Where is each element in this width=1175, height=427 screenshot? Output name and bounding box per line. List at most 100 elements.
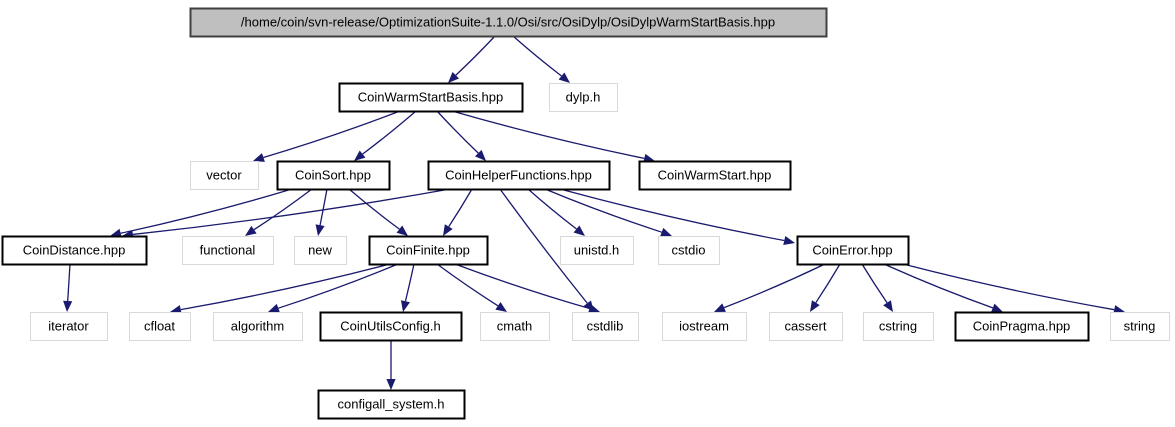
graph-edge-arrowhead	[443, 224, 453, 236]
graph-node-algorithm[interactable]: algorithm	[213, 312, 303, 341]
graph-node-coinpragma[interactable]: CoinPragma.hpp	[954, 311, 1090, 342]
graph-node-cfloat[interactable]: cfloat	[129, 312, 191, 341]
graph-node-dylp[interactable]: dylp.h	[549, 83, 618, 112]
graph-node-coinhelper[interactable]: CoinHelperFunctions.hpp	[427, 160, 611, 191]
graph-node-coindist[interactable]: CoinDistance.hpp	[1, 235, 148, 266]
graph-edge-arrowhead	[558, 72, 570, 83]
graph-node-box[interactable]	[213, 312, 303, 341]
graph-edge-arrowhead	[396, 225, 408, 236]
graph-node-coinfinite[interactable]: CoinFinite.hpp	[368, 235, 489, 266]
graph-node-box[interactable]	[658, 236, 720, 265]
graph-edge	[815, 263, 841, 304]
graph-node-box[interactable]	[796, 235, 910, 266]
graph-node-box[interactable]	[560, 236, 634, 265]
graph-edge	[319, 188, 328, 226]
graph-node-box[interactable]	[1110, 312, 1170, 341]
graph-node-box[interactable]	[294, 236, 347, 265]
graph-node-box[interactable]	[480, 312, 550, 341]
graph-node-box[interactable]	[190, 161, 259, 190]
graph-edge	[180, 263, 391, 311]
graph-node-box[interactable]	[338, 82, 524, 113]
graph-edge	[436, 263, 499, 307]
graph-edge	[278, 263, 399, 309]
graph-edge	[527, 188, 577, 230]
graph-node-functional[interactable]: functional	[182, 236, 274, 265]
graph-edge-arrowhead	[1113, 305, 1125, 315]
graph-edge	[263, 110, 401, 159]
graph-node-cstring[interactable]: cstring	[863, 312, 934, 341]
graph-node-box[interactable]	[129, 312, 191, 341]
graph-edge	[253, 188, 313, 231]
graph-edge-arrowhead	[253, 153, 265, 162]
graph-node-box[interactable]	[769, 312, 843, 341]
graph-edge	[559, 188, 785, 242]
graph-edge-arrowhead	[315, 224, 325, 236]
graph-edge-arrowhead	[354, 150, 366, 161]
graph-edge-arrowhead	[268, 303, 280, 313]
graph-node-configall[interactable]: configall_system.h	[317, 389, 466, 420]
graph-node-box[interactable]	[189, 7, 828, 38]
graph-edge	[120, 188, 293, 234]
graph-node-iterator[interactable]: iterator	[30, 312, 108, 341]
graph-edge-arrowhead	[386, 379, 396, 390]
graph-edge	[436, 110, 479, 154]
graph-node-box[interactable]	[182, 236, 274, 265]
graph-edge	[454, 263, 590, 310]
graph-edge-arrowhead	[170, 305, 182, 315]
graph-node-cwsb[interactable]: CoinWarmStartBasis.hpp	[338, 82, 524, 113]
graph-node-coinutils[interactable]: CoinUtilsConfig.h	[319, 311, 463, 342]
graph-node-cmath[interactable]: cmath	[480, 312, 550, 341]
graph-node-coinerror[interactable]: CoinError.hpp	[796, 235, 910, 266]
graph-edge	[544, 188, 662, 233]
graph-edge	[861, 263, 888, 304]
graph-node-box[interactable]	[662, 312, 747, 341]
graph-edge-arrowhead	[660, 227, 672, 237]
graph-edge-arrowhead	[883, 300, 893, 312]
graph-node-box[interactable]	[638, 160, 792, 191]
graph-edge	[348, 188, 400, 230]
graph-node-cassert[interactable]: cassert	[769, 312, 843, 341]
graph-node-iostream[interactable]: iostream	[662, 312, 747, 341]
graph-node-box[interactable]	[368, 235, 489, 266]
graph-edge-arrowhead	[588, 304, 600, 313]
graph-node-coinsort[interactable]: CoinSort.hpp	[276, 160, 391, 191]
graph-edge-arrowhead	[245, 225, 257, 236]
graph-node-box[interactable]	[954, 311, 1090, 342]
graph-edge	[451, 110, 645, 160]
graph-node-cws[interactable]: CoinWarmStart.hpp	[638, 160, 792, 191]
graph-edge-arrowhead	[573, 225, 585, 236]
graph-edge-arrowhead	[783, 236, 795, 246]
graph-node-box[interactable]	[276, 160, 391, 191]
graph-node-new[interactable]: new	[294, 236, 347, 265]
graph-edge	[67, 263, 71, 302]
graph-node-box[interactable]	[30, 312, 108, 341]
graph-node-string[interactable]: string	[1110, 312, 1170, 341]
graph-edge	[499, 188, 588, 304]
graph-node-box[interactable]	[863, 312, 934, 341]
graph-edge-arrowhead	[495, 301, 507, 312]
graph-edge-arrowhead	[810, 300, 820, 312]
graph-edge-arrowhead	[448, 71, 460, 83]
graph-node-root[interactable]: /home/coin/svn-release/OptimizationSuite…	[189, 7, 828, 38]
graph-node-box[interactable]	[317, 389, 466, 420]
graph-node-box[interactable]	[572, 312, 639, 341]
graph-edge-arrowhead	[475, 149, 486, 161]
graph-node-cstdlib[interactable]: cstdlib	[572, 312, 639, 341]
graph-node-box[interactable]	[1, 235, 148, 266]
graph-node-unistd[interactable]: unistd.h	[560, 236, 634, 265]
graph-node-box[interactable]	[427, 160, 611, 191]
graph-edge	[132, 188, 451, 236]
graph-edge	[404, 263, 415, 302]
graph-node-box[interactable]	[549, 83, 618, 112]
graph-edge	[448, 188, 473, 227]
graph-edge	[512, 35, 562, 77]
graph-edge-arrowhead	[400, 300, 410, 312]
graph-edge	[362, 110, 417, 155]
graph-edge	[883, 263, 994, 309]
graph-node-vector[interactable]: vector	[190, 161, 259, 190]
nodes-layer: /home/coin/svn-release/OptimizationSuite…	[1, 7, 1170, 420]
graph-node-cstdio[interactable]: cstdio	[658, 236, 720, 265]
graph-node-box[interactable]	[319, 311, 463, 342]
